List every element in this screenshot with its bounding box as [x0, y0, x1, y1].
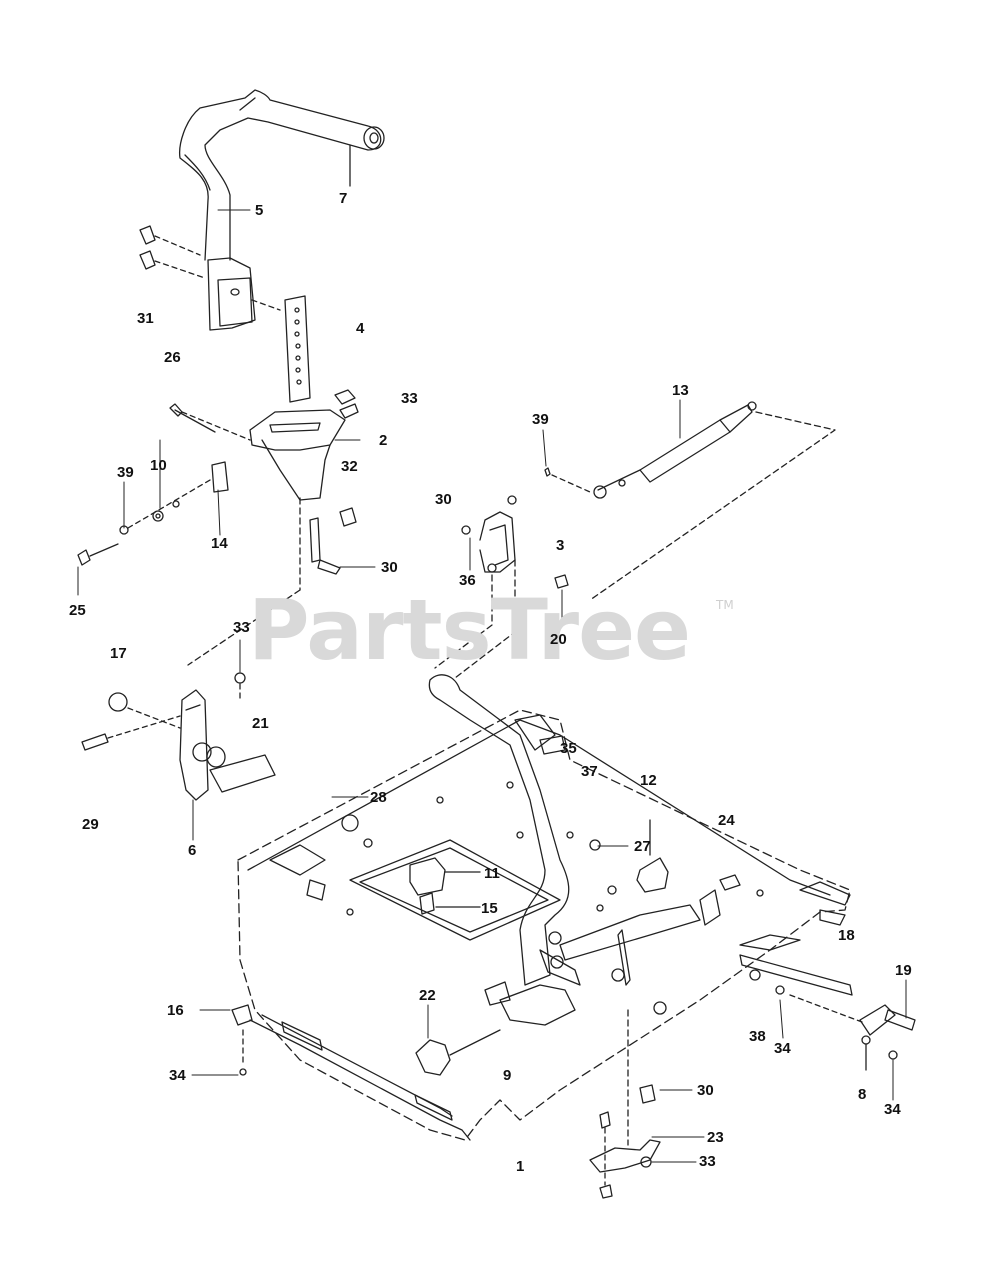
callout-label: 30: [435, 491, 452, 508]
callout-label: 20: [550, 631, 567, 648]
callout-label: 27: [634, 838, 651, 855]
callout-label: 9: [503, 1067, 512, 1084]
callout-label: 34: [774, 1040, 791, 1057]
callout-label: 26: [164, 349, 181, 366]
callout-label: 19: [895, 962, 912, 979]
callout-label: 22: [419, 987, 436, 1004]
callout-label: 30: [381, 559, 398, 576]
callout-label: 36: [459, 572, 476, 589]
callout-label: 3: [556, 537, 565, 554]
pivot-bracket-part: [81, 672, 276, 801]
callout-label: 14: [211, 535, 228, 552]
adjust-plate-part: [284, 295, 311, 403]
callout-label: 12: [640, 772, 657, 789]
partstree-watermark: PartsTree: [248, 581, 691, 679]
clamp-block-part: [139, 225, 281, 331]
callout-label: 5: [255, 202, 264, 219]
callout-label: 39: [532, 411, 549, 428]
bracket-part: [169, 389, 359, 666]
callout-label: 28: [370, 789, 387, 806]
callout-label: 24: [718, 812, 735, 829]
main-frame-part: [237, 709, 851, 1141]
lower-bracket-part: [589, 1009, 661, 1199]
callout-label: 25: [69, 602, 86, 619]
callout-label: 39: [117, 464, 134, 481]
callout-label: 34: [169, 1067, 186, 1084]
callout-label: 2: [379, 432, 388, 449]
callout-label: 15: [481, 900, 498, 917]
callout-label: 34: [884, 1101, 901, 1118]
callout-label: 18: [838, 927, 855, 944]
callout-label: 23: [707, 1129, 724, 1146]
callout-label: 29: [82, 816, 99, 833]
callout-label: 32: [341, 458, 358, 475]
callout-label: 4: [356, 320, 365, 337]
callout-label: 21: [252, 715, 269, 732]
callout-label: 1: [516, 1158, 525, 1175]
callout-label: 30: [697, 1082, 714, 1099]
switch-part: [409, 857, 481, 915]
rod-and-switch-part: [559, 819, 916, 1071]
u-bracket-part: [434, 495, 569, 679]
gas-strut-part: [544, 401, 836, 601]
callout-label: 7: [339, 190, 348, 207]
callout-label: 11: [484, 865, 500, 882]
center-tube-part: [428, 674, 570, 986]
callout-label: 33: [401, 390, 418, 407]
trademark-symbol: TM: [716, 598, 734, 612]
callout-label: 33: [699, 1153, 716, 1170]
callout-label: 33: [233, 619, 250, 636]
callout-label: 10: [150, 457, 167, 474]
callout-label: 13: [672, 382, 689, 399]
callout-label: 6: [188, 842, 197, 859]
callout-label: 17: [110, 645, 127, 662]
callout-label: 35: [560, 740, 577, 757]
handle-bar-part: [179, 89, 385, 261]
fastener-set-left: [77, 461, 229, 566]
callout-label: 8: [858, 1086, 867, 1103]
callout-label: 37: [581, 763, 598, 780]
leader-lines: [77, 209, 907, 1163]
knob-part: [231, 1004, 501, 1076]
callout-label: 38: [749, 1028, 766, 1045]
callout-label: 16: [167, 1002, 184, 1019]
callout-label: 31: [137, 310, 154, 327]
